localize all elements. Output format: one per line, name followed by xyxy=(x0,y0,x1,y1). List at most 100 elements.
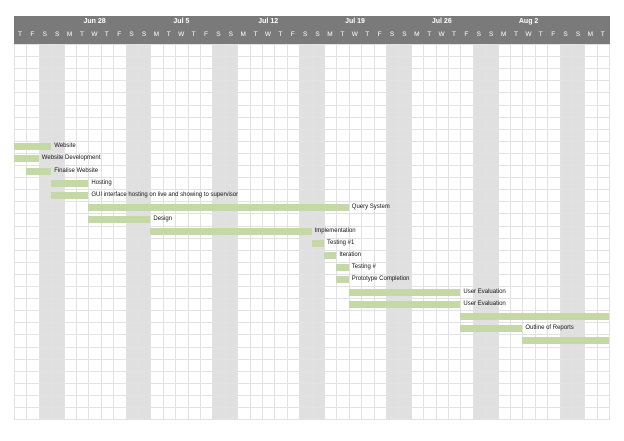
grid-vline xyxy=(410,44,412,420)
grid-vline xyxy=(609,44,611,420)
day-letter: W xyxy=(351,31,358,38)
day-letter: S xyxy=(489,31,494,38)
task-label: Iteration xyxy=(339,252,362,259)
grid-vline xyxy=(76,44,77,420)
task-bar[interactable] xyxy=(88,215,151,223)
task-label: Finalise Website xyxy=(54,167,99,174)
grid-vline xyxy=(522,44,524,420)
grid-vline xyxy=(88,44,90,420)
weekend-column xyxy=(559,44,572,420)
task-label: Prototype Completion xyxy=(351,276,410,283)
grid-vline xyxy=(311,44,313,420)
task-label: Testing # xyxy=(351,264,376,271)
grid-vline xyxy=(348,44,350,420)
day-letter: M xyxy=(66,31,73,38)
grid-hline xyxy=(14,382,610,384)
day-letter: M xyxy=(240,31,246,38)
task-label: Website Development xyxy=(41,155,101,162)
grid-vline xyxy=(38,44,40,420)
grid-hline xyxy=(14,370,610,372)
grid-hline xyxy=(14,201,610,203)
grid-vline xyxy=(324,44,325,420)
weekend-column xyxy=(386,44,399,420)
grid-hline xyxy=(14,56,610,58)
task-bar[interactable] xyxy=(311,240,324,248)
weekend-column xyxy=(51,44,64,420)
grid-vline xyxy=(373,44,375,420)
task-bar[interactable] xyxy=(460,312,610,320)
grid-vline xyxy=(138,44,139,420)
task-bar[interactable] xyxy=(14,143,52,151)
day-letter: T xyxy=(191,31,196,38)
day-letter: M xyxy=(500,31,507,38)
day-letter: W xyxy=(91,31,98,38)
task-bar[interactable] xyxy=(88,203,349,211)
task-bar[interactable] xyxy=(150,228,312,235)
grid-hline xyxy=(14,310,610,312)
grid-hline xyxy=(14,140,610,142)
task-bar[interactable] xyxy=(348,288,461,296)
grid-hline xyxy=(14,128,610,130)
week-label: Aug 2 xyxy=(518,18,539,25)
grid-hline xyxy=(14,273,610,275)
grid-vline xyxy=(63,44,65,420)
day-letter: F xyxy=(290,31,295,38)
task-bar[interactable] xyxy=(51,179,89,187)
grid-vline xyxy=(596,44,598,420)
task-bar[interactable] xyxy=(522,336,610,344)
task-label: Website xyxy=(54,143,76,150)
grid-hline xyxy=(14,394,610,396)
task-label: User Evaluation xyxy=(463,288,506,295)
grid-hline xyxy=(14,407,610,408)
day-letter: T xyxy=(18,31,22,38)
day-letter: S xyxy=(141,31,147,38)
grid-vline xyxy=(497,44,499,420)
day-letter: T xyxy=(538,31,543,38)
grid-hline xyxy=(14,44,610,45)
grid-hline xyxy=(14,298,610,300)
day-letter: M xyxy=(414,31,420,38)
task-bar[interactable] xyxy=(348,300,461,308)
task-label: Implementation xyxy=(314,228,356,234)
day-letter: M xyxy=(327,31,333,38)
grid-hline xyxy=(14,358,610,360)
grid-vline xyxy=(398,44,400,420)
weekend-column xyxy=(125,44,138,420)
grid-hline xyxy=(14,237,610,239)
task-bar[interactable] xyxy=(26,167,52,175)
grid-vline xyxy=(113,44,115,420)
day-letter: F xyxy=(464,31,469,38)
day-letter: S xyxy=(575,31,581,38)
timeline-header xyxy=(14,16,610,44)
day-letter: M xyxy=(153,31,160,38)
grid-vline xyxy=(125,44,127,420)
task-bar[interactable] xyxy=(336,276,349,284)
task-bar[interactable] xyxy=(336,264,349,272)
grid-vline xyxy=(435,44,437,420)
grid-hline xyxy=(14,322,610,324)
weekend-column xyxy=(311,44,324,420)
day-letter: T xyxy=(253,31,258,38)
grid-hline xyxy=(14,346,610,348)
day-letter: T xyxy=(514,31,518,38)
task-bar[interactable] xyxy=(460,324,523,332)
task-bar[interactable] xyxy=(51,191,89,199)
grid-vline xyxy=(547,44,549,420)
day-letter: S xyxy=(42,31,47,38)
weekend-column xyxy=(138,44,151,420)
task-label: Testing #1 xyxy=(327,240,355,247)
task-label: Outline of Reports xyxy=(525,324,574,331)
task-label: Hosting xyxy=(91,179,112,186)
task-bar[interactable] xyxy=(14,155,39,163)
grid-hline xyxy=(14,92,610,94)
grid-vline xyxy=(559,44,561,420)
day-letter: S xyxy=(315,31,320,38)
weekend-column xyxy=(38,44,52,420)
week-label: Jun 28 xyxy=(83,18,106,25)
day-letter: T xyxy=(365,31,370,38)
day-letter: S xyxy=(55,31,60,38)
task-bar[interactable] xyxy=(324,252,337,260)
grid-hline xyxy=(14,152,610,154)
day-letter: F xyxy=(30,31,35,38)
